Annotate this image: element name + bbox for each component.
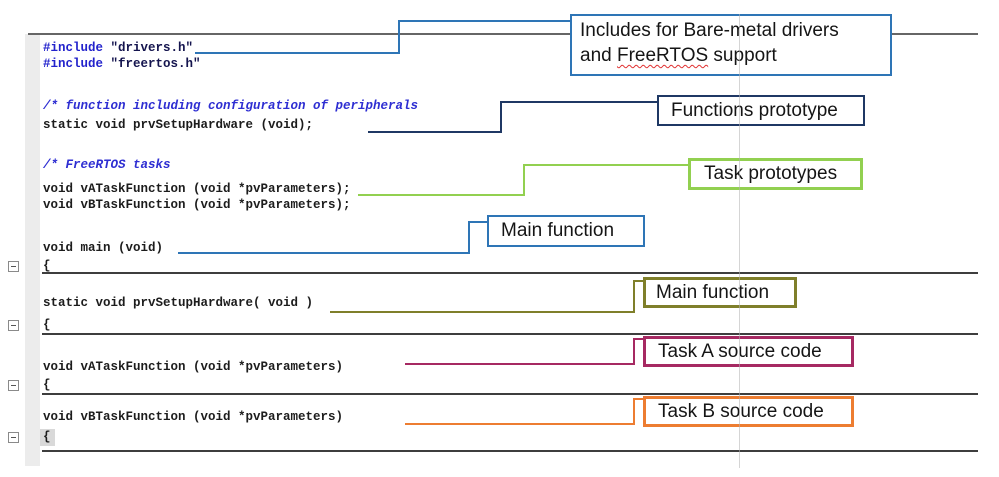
connector-main-decl (468, 221, 489, 223)
editor-top-border (28, 33, 978, 35)
connector-task-a (633, 338, 645, 340)
print-margin-line (739, 14, 740, 468)
code-fold-toggle-icon[interactable] (8, 320, 19, 331)
callout-task-b-source: Task B source code (643, 396, 854, 427)
callout-includes-line1: Includes for Bare-metal drivers (580, 20, 839, 41)
callout-label: Task B source code (658, 400, 824, 422)
code-fold-toggle-icon[interactable] (8, 380, 19, 391)
include-string: "freertos.h" (110, 57, 201, 71)
connector-task-prototypes (358, 194, 523, 196)
connector-functions-prototype (368, 131, 500, 133)
code-line-comment-tasks: /* FreeRTOS tasks (43, 158, 171, 172)
connector-main-impl (330, 311, 633, 313)
connector-task-prototypes (523, 164, 525, 196)
callout-label: Functions prototype (671, 99, 838, 121)
include-keyword: #include (43, 41, 111, 55)
section-separator (42, 272, 978, 274)
code-line-open-brace: { (43, 318, 51, 332)
connector-functions-prototype (500, 101, 502, 133)
code-line-impl-setup: static void prvSetupHardware( void ) (43, 296, 314, 310)
connector-main-impl (633, 280, 645, 282)
section-separator (42, 393, 978, 395)
code-line-impl-task-a: void vATaskFunction (void *pvParameters) (43, 360, 344, 374)
connector-main-decl (468, 221, 470, 254)
connector-main-decl (178, 252, 468, 254)
connector-task-b (405, 423, 633, 425)
connector-task-b (633, 398, 645, 400)
callout-includes: Includes for Bare-metal drivers and Free… (570, 14, 892, 76)
connector-task-prototypes (523, 164, 690, 166)
connector-includes (398, 20, 572, 22)
code-line-open-brace: { (43, 259, 51, 273)
code-line-include-drivers: #include "drivers.h" (43, 41, 193, 56)
callout-label: Task prototypes (704, 163, 838, 184)
include-string: "drivers.h" (110, 41, 194, 55)
code-line-impl-task-b: void vBTaskFunction (void *pvParameters) (43, 410, 344, 424)
callout-includes-line2-prefix: and (580, 45, 617, 66)
include-keyword: #include (43, 57, 111, 71)
section-separator (42, 333, 978, 335)
brace-selection-highlight (40, 429, 55, 446)
connector-includes (398, 20, 400, 54)
section-separator (42, 450, 978, 452)
code-fold-toggle-icon[interactable] (8, 432, 19, 443)
connector-task-a (633, 338, 635, 365)
callout-label: Main function (501, 220, 615, 241)
code-line-include-freertos: #include "freertos.h" (43, 57, 201, 72)
callout-includes-line2-suffix: support (708, 45, 777, 66)
connector-includes (195, 52, 398, 54)
code-fold-toggle-icon[interactable] (8, 261, 19, 272)
callout-includes-misspelled-word: FreeRTOS (616, 45, 709, 66)
callout-main-function-decl: Main function (487, 215, 645, 247)
callout-label: Main function (656, 281, 770, 303)
connector-main-impl (633, 280, 635, 313)
code-line-prototype-task-b: void vBTaskFunction (void *pvParameters)… (43, 198, 351, 212)
callout-functions-prototype: Functions prototype (657, 95, 865, 126)
code-line-prototype-setup: static void prvSetupHardware (void); (43, 118, 314, 132)
connector-task-a (405, 363, 633, 365)
code-line-prototype-task-a: void vATaskFunction (void *pvParameters)… (43, 182, 351, 196)
folding-gutter (25, 34, 40, 466)
callout-task-a-source: Task A source code (643, 336, 854, 367)
callout-main-function-impl: Main function (643, 277, 797, 308)
code-line-main-signature: void main (void) (43, 241, 164, 255)
code-line-comment-peripherals: /* function including configuration of p… (43, 99, 419, 113)
callout-task-prototypes: Task prototypes (688, 158, 863, 190)
code-line-open-brace: { (43, 430, 51, 444)
connector-functions-prototype (500, 101, 659, 103)
code-line-open-brace: { (43, 378, 51, 392)
connector-task-b (633, 398, 635, 425)
